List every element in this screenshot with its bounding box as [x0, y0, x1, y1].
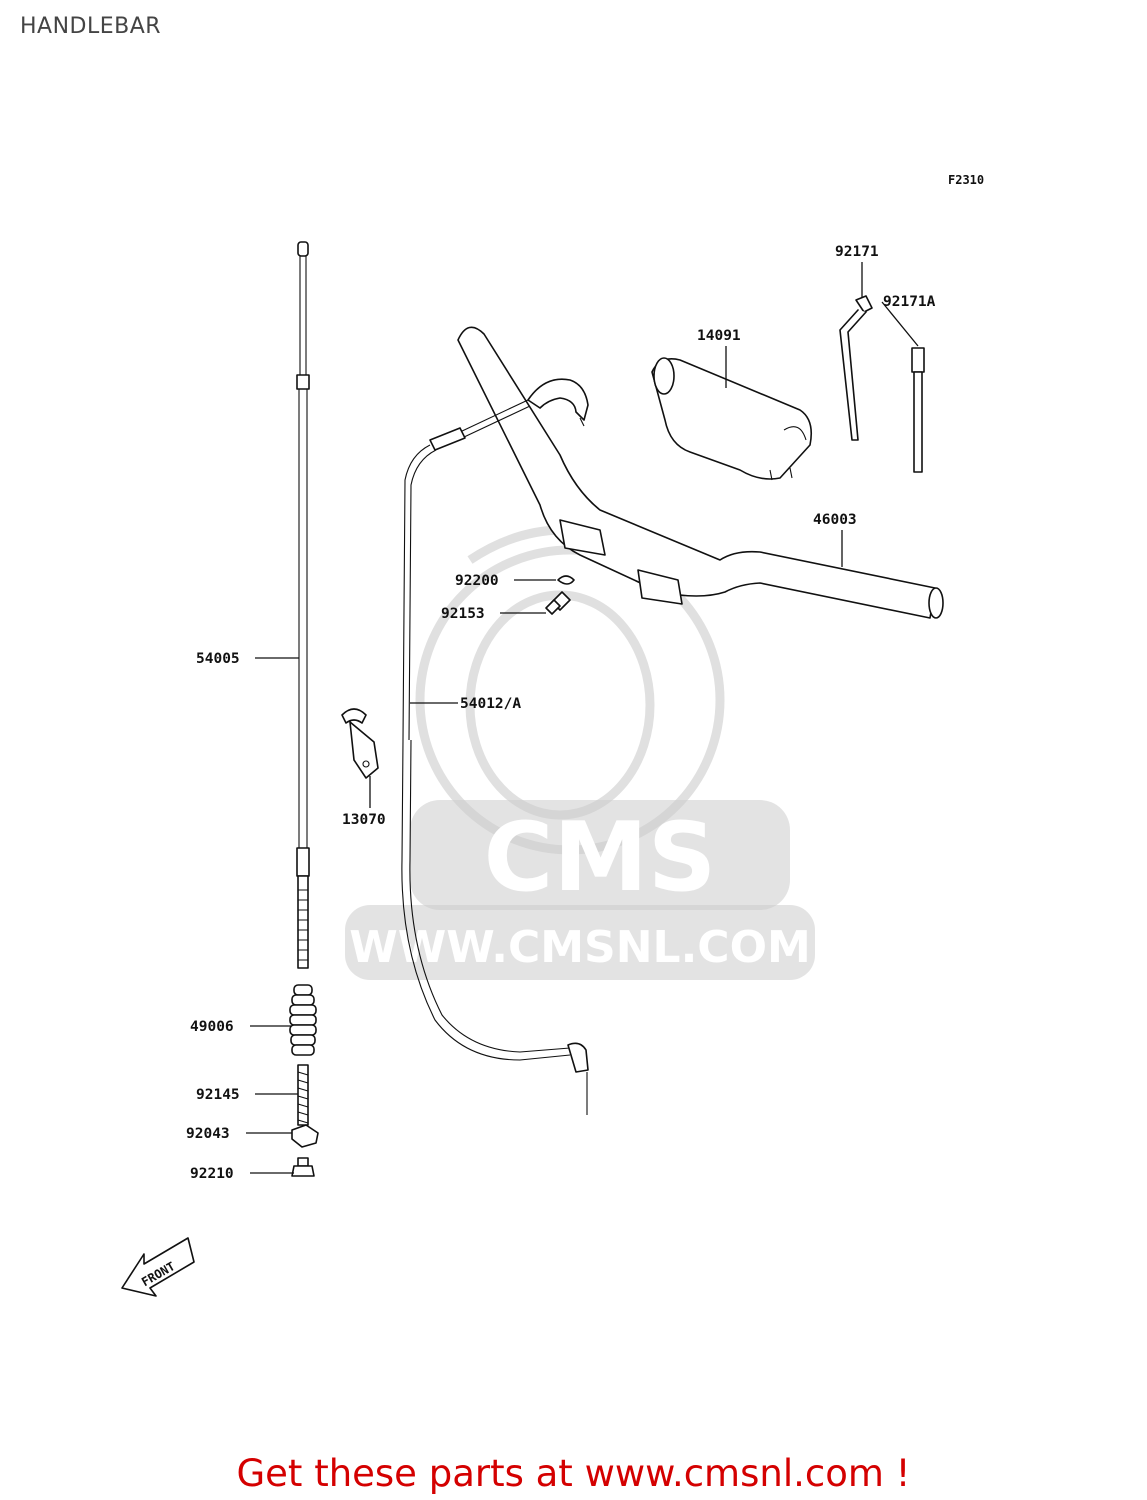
label-49006: 49006	[190, 1019, 234, 1035]
label-92145: 92145	[196, 1087, 240, 1103]
part-54005-cable	[296, 241, 310, 969]
label-92210: 92210	[190, 1166, 234, 1182]
front-arrow-icon: FRONT	[121, 1237, 195, 1297]
label-13070: 13070	[342, 812, 386, 828]
part-92210-cap	[291, 1157, 315, 1177]
label-46003: 46003	[813, 512, 857, 528]
part-46003-handlebar	[457, 326, 944, 619]
part-49006-boot	[289, 984, 317, 1056]
label-14091: 14091	[697, 328, 741, 344]
part-92171-band	[839, 295, 873, 441]
part-92043-nut	[291, 1124, 319, 1148]
label-92153: 92153	[441, 606, 485, 622]
part-14091-grip	[651, 357, 813, 481]
label-92171A: 92171A	[883, 294, 936, 310]
label-92171: 92171	[835, 244, 879, 260]
label-54012A: 54012/A	[460, 696, 521, 712]
leader-92171A	[881, 301, 919, 347]
label-92043: 92043	[186, 1126, 230, 1142]
footer-link[interactable]: Get these parts at www.cmsnl.com !	[236, 1452, 911, 1495]
part-54012A-cable	[401, 378, 589, 1115]
part-92200-clip	[557, 575, 575, 585]
part-92171A-band	[911, 347, 925, 473]
label-54005: 54005	[196, 651, 240, 667]
part-13070-bracket	[341, 708, 379, 779]
part-92145-adjuster	[297, 1064, 309, 1126]
label-92200: 92200	[455, 573, 499, 589]
part-92153-screw	[545, 591, 571, 615]
figure-code: F2310	[948, 173, 984, 187]
watermark-brand: CMS	[484, 803, 717, 913]
watermark-url: WWW.CMSNL.COM	[349, 922, 811, 973]
watermark-logo: CMS WWW.CMSNL.COM	[345, 525, 815, 980]
page-title: HANDLEBAR	[20, 14, 162, 39]
